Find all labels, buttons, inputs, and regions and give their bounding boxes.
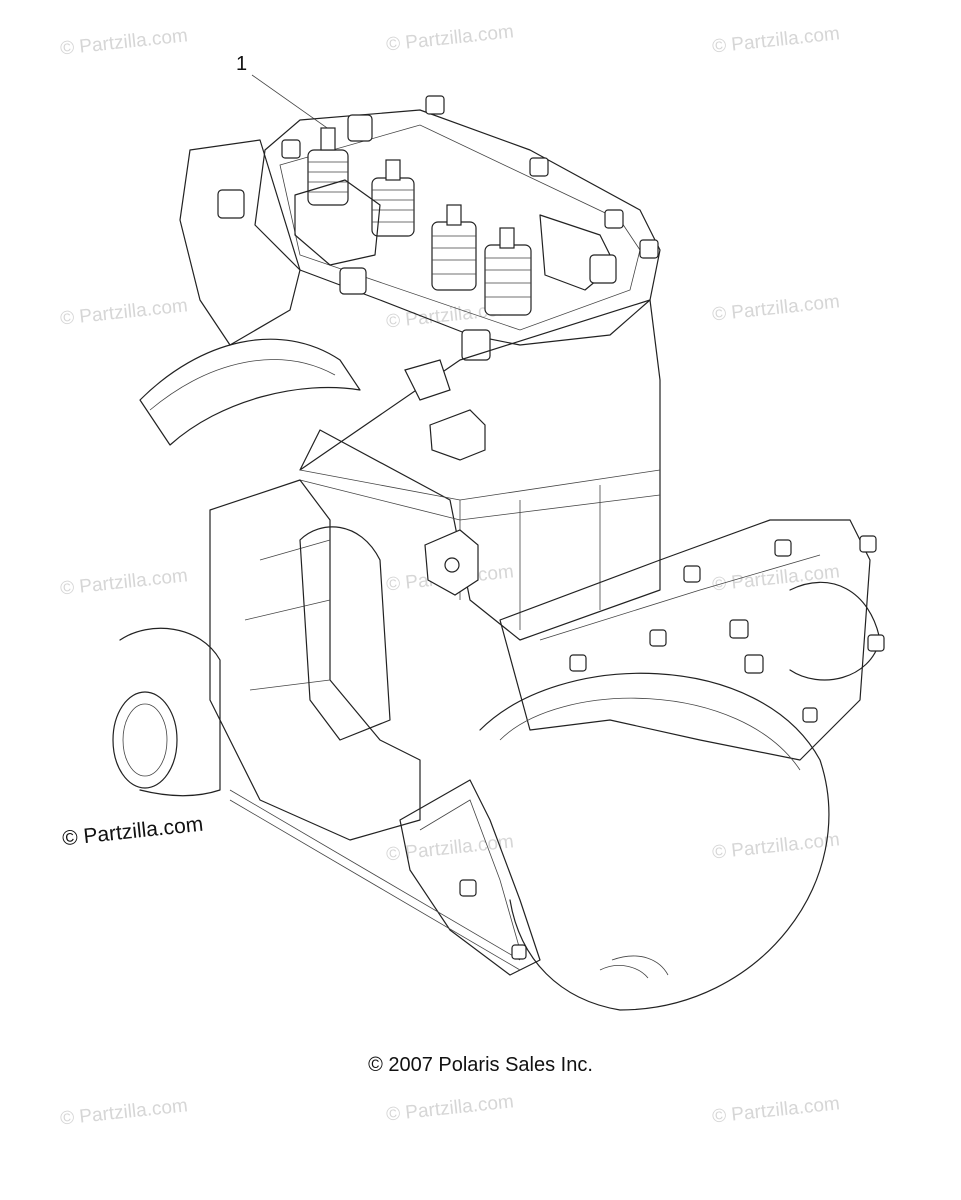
mounting-flange — [399, 779, 541, 976]
bolt — [744, 654, 764, 674]
footer-copyright: © 2007 Polaris Sales Inc. — [368, 1054, 593, 1076]
bolt — [511, 944, 527, 960]
valve-spring — [371, 159, 415, 237]
bolt — [729, 619, 749, 639]
cylinder-block — [299, 299, 661, 641]
bolt — [867, 634, 885, 652]
bolt — [589, 254, 617, 284]
crankcase — [209, 479, 421, 841]
bolt — [604, 209, 624, 229]
cylinder-head — [254, 109, 661, 346]
magneto-cover — [479, 672, 830, 1011]
bolt — [639, 239, 659, 259]
bolt — [339, 267, 367, 295]
bolt — [459, 879, 477, 897]
intake-housing — [179, 139, 301, 346]
valve-spring — [431, 204, 477, 291]
intake-manifold — [139, 338, 361, 446]
valve-spring — [484, 227, 532, 316]
bolt — [425, 95, 445, 115]
bolt — [683, 565, 701, 583]
bolt — [649, 629, 667, 647]
callout-leader-line — [251, 74, 331, 131]
valve-spring — [307, 127, 349, 206]
bolt — [569, 654, 587, 672]
bolt — [217, 189, 245, 219]
bolt — [281, 139, 301, 159]
callout-number: 1 — [236, 53, 248, 75]
bolt — [774, 539, 792, 557]
bolt — [529, 157, 549, 177]
bolt — [859, 535, 877, 553]
bolt — [347, 114, 373, 142]
bolt — [802, 707, 818, 723]
